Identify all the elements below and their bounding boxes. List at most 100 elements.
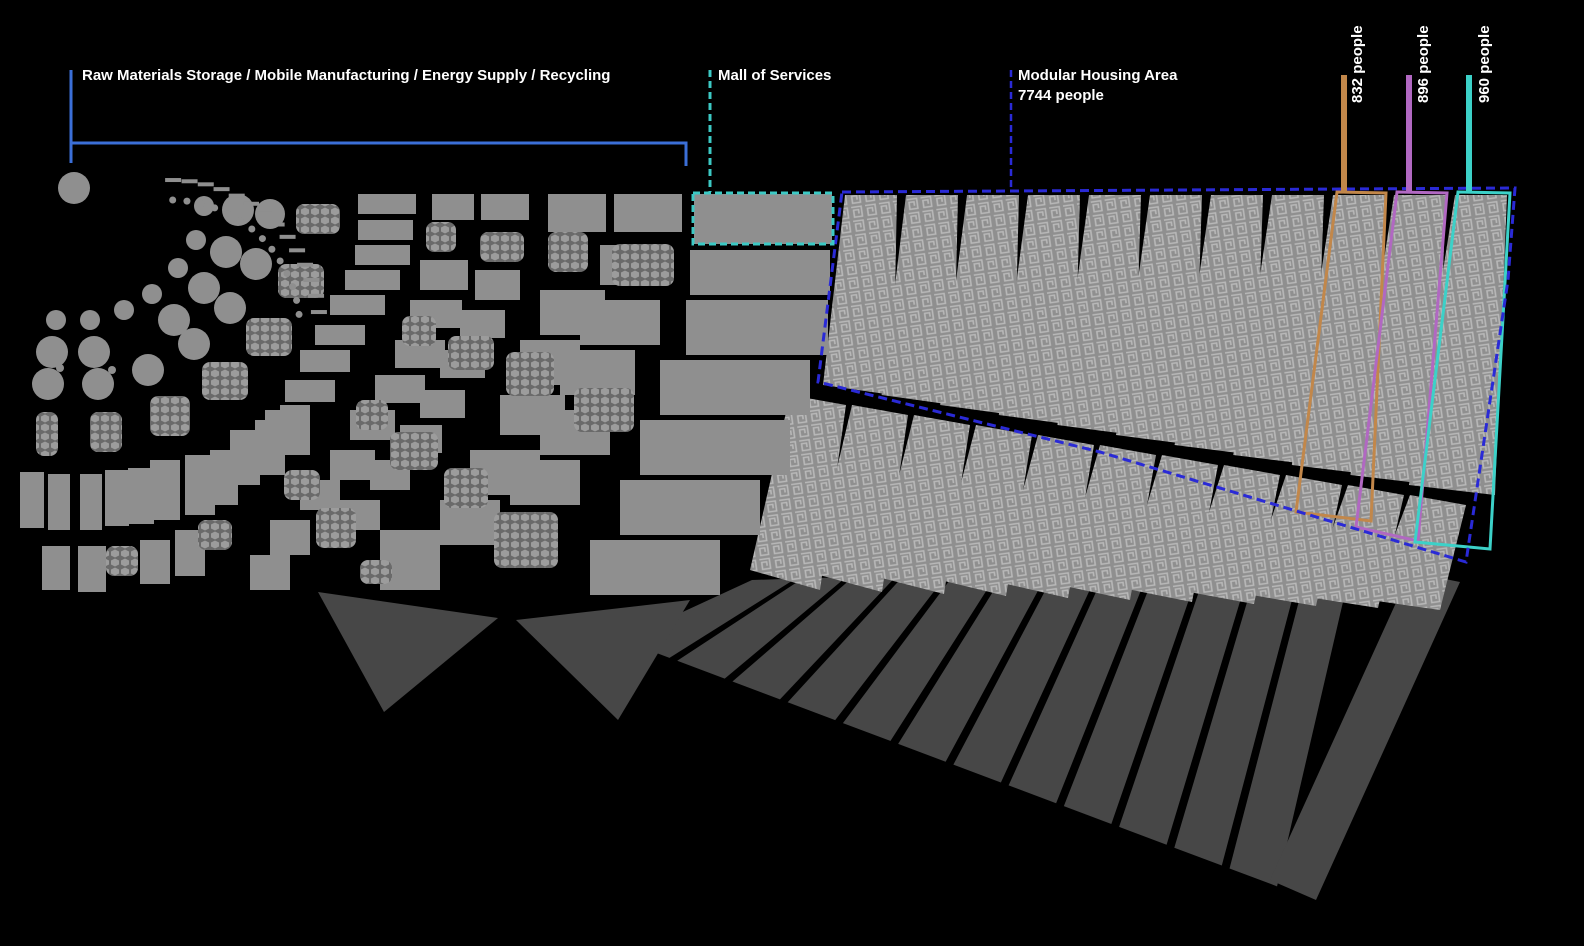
- industrial-block: [358, 220, 413, 240]
- storage-circle: [178, 328, 210, 360]
- housing-module-upper: [940, 195, 1019, 415]
- housing-module-upper: [823, 195, 897, 395]
- industrial-block: [481, 194, 529, 220]
- industrial-block: [345, 270, 400, 290]
- industrial-block: [614, 194, 682, 232]
- housing-title-label: Modular Housing Area: [1018, 67, 1178, 84]
- hex-cluster: [426, 222, 456, 252]
- hex-cluster: [202, 362, 248, 400]
- industrial-block: [640, 420, 790, 475]
- industrial-block: [420, 390, 465, 418]
- industrial-block: [590, 540, 720, 595]
- hex-cluster: [548, 232, 588, 272]
- strip-960-outline: [1413, 190, 1512, 551]
- housing-module-upper: [1116, 195, 1202, 445]
- industrial-block: [690, 250, 830, 295]
- strip-832-label: 832 people: [1349, 25, 1366, 103]
- industrial-block: [42, 546, 70, 590]
- industrial-block: [660, 360, 810, 415]
- hex-cluster: [106, 546, 138, 576]
- industrial-block: [355, 245, 410, 265]
- housing-module-upper: [998, 195, 1080, 425]
- housing-module-upper: [1057, 195, 1141, 435]
- industrial-bracket: [69, 70, 688, 166]
- storage-circle: [80, 310, 100, 330]
- storage-bar: [289, 248, 306, 253]
- storage-bar: [256, 211, 273, 216]
- storage-bar: [243, 201, 260, 206]
- industrial-block: [432, 194, 474, 220]
- industrial-block: [48, 474, 70, 530]
- modular-housing-area: [750, 195, 1507, 610]
- strip-896-label: 896 people: [1415, 25, 1432, 103]
- hex-cluster: [356, 400, 388, 430]
- storage-circle: [32, 368, 64, 400]
- storage-bar: [279, 234, 296, 239]
- housing-area-outline: [816, 186, 1517, 564]
- storage-bar: [213, 187, 230, 192]
- storage-bar: [297, 262, 314, 267]
- storage-dot: [258, 235, 266, 243]
- industrial-block: [285, 380, 335, 402]
- outer-dark-ring: [318, 561, 1460, 900]
- hex-cluster: [444, 468, 488, 508]
- hex-cluster: [612, 244, 674, 286]
- housing-module-upper: [1174, 195, 1263, 455]
- storage-dot: [169, 196, 177, 204]
- storage-circle: [158, 304, 190, 336]
- industrial-block: [686, 300, 828, 355]
- storage-circle: [58, 172, 90, 204]
- industrial-block: [315, 325, 365, 345]
- dark-wedge: [1119, 564, 1252, 845]
- storage-dot: [276, 257, 284, 265]
- storage-dot: [248, 225, 256, 233]
- dark-wedge: [1063, 566, 1201, 825]
- dark-wedge: [1270, 572, 1460, 900]
- hex-cluster: [316, 508, 356, 548]
- housing-module-upper: [881, 195, 958, 405]
- industrial-block: [375, 375, 425, 403]
- hex-cluster: [390, 432, 438, 470]
- industrial-block: [128, 468, 154, 524]
- storage-dot: [224, 210, 232, 218]
- hex-cluster: [150, 396, 190, 436]
- storage-dot: [236, 217, 244, 225]
- housing-module-lower: [1370, 495, 1466, 610]
- hex-cluster: [506, 352, 554, 396]
- storage-circle: [46, 310, 66, 330]
- industrial-block: [105, 470, 129, 526]
- storage-circle: [56, 364, 64, 372]
- storage-dot: [289, 283, 297, 291]
- industrial-block: [280, 405, 310, 455]
- storage-bar: [165, 178, 182, 183]
- storage-circle: [78, 336, 110, 368]
- dark-wedge: [1174, 563, 1302, 866]
- industrial-block: [580, 300, 660, 345]
- storage-circle: [142, 284, 162, 304]
- industrial-block: [20, 472, 44, 528]
- storage-dot: [197, 200, 205, 208]
- storage-circle: [82, 368, 114, 400]
- industrial-blocks: [20, 194, 830, 595]
- dark-wedge: [842, 572, 998, 741]
- storage-bar: [268, 222, 285, 227]
- storage-circle: [36, 336, 68, 368]
- mall-label: Mall of Services: [718, 67, 831, 84]
- hex-cluster: [90, 412, 122, 452]
- storage-dot: [295, 310, 303, 318]
- hex-cluster: [402, 316, 436, 346]
- dark-wedge: [1229, 561, 1353, 887]
- storage-bar: [197, 182, 214, 187]
- hex-cluster: [246, 318, 292, 356]
- dark-wedge: [953, 569, 1100, 783]
- hex-cluster: [494, 512, 558, 568]
- dark-wedge: [898, 570, 1049, 762]
- hex-cluster: [296, 204, 340, 234]
- storage-circle: [210, 236, 242, 268]
- industrial-block: [80, 474, 102, 530]
- storage-dot: [183, 197, 191, 205]
- dark-wedge: [516, 600, 690, 720]
- industrial-block: [560, 350, 635, 395]
- housing-module-upper: [1233, 195, 1324, 465]
